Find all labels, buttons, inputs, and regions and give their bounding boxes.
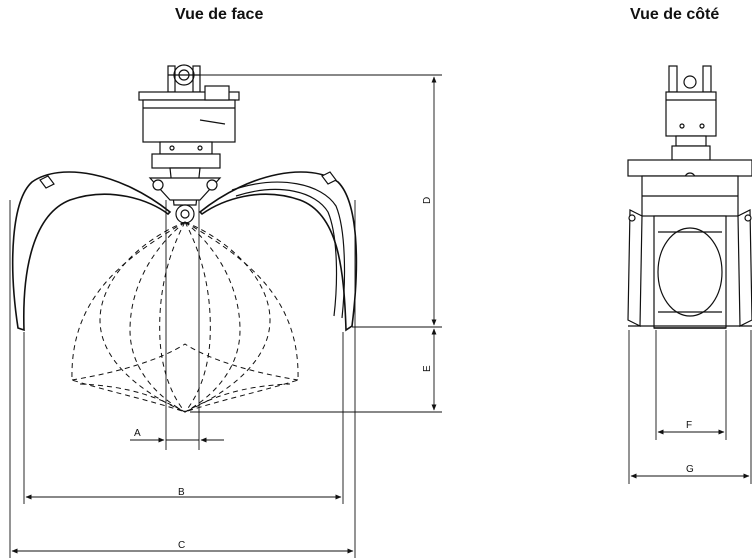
- dimension-C: [9, 200, 356, 558]
- left-tine: [11, 171, 172, 332]
- dimension-D-E: [190, 74, 442, 413]
- front-view: [9, 64, 442, 558]
- dimension-label-F: F: [686, 420, 692, 431]
- right-tine: [198, 171, 358, 332]
- dimension-label-C: C: [178, 540, 185, 551]
- dimension-G: [628, 330, 752, 484]
- dimension-B: [23, 332, 344, 504]
- dimension-A: [130, 200, 224, 450]
- front-view-title: Vue de face: [175, 6, 264, 23]
- side-frame: [627, 159, 752, 329]
- dimension-label-G: G: [686, 464, 694, 475]
- dimension-F: [655, 330, 727, 440]
- side-rotator-head: [665, 65, 717, 161]
- side-view-title: Vue de côté: [630, 6, 720, 23]
- dimension-label-E: E: [422, 365, 433, 372]
- rotator-head: [138, 64, 240, 169]
- dimension-label-A: A: [134, 428, 141, 439]
- side-view: [627, 65, 752, 484]
- central-pivot: [148, 167, 222, 224]
- dimension-label-D: D: [422, 197, 433, 204]
- closing-positions: [71, 221, 299, 413]
- dimension-label-B: B: [178, 487, 185, 498]
